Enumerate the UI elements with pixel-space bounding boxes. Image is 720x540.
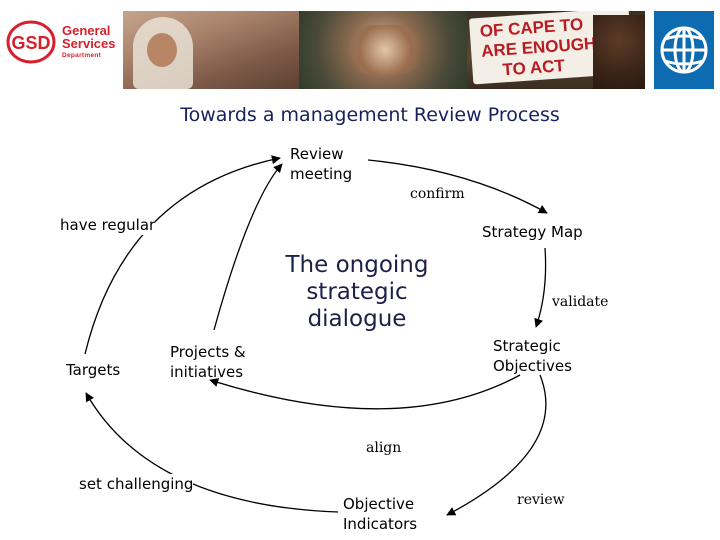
arrow-set-challenging xyxy=(85,392,339,513)
center-label: The ongoing strategic dialogue xyxy=(285,252,429,332)
node-review-meeting: Review meeting xyxy=(290,144,360,184)
node-strategic-objectives: Strategic Objectives xyxy=(493,336,593,376)
arrow-align xyxy=(209,374,521,410)
edge-label-review: review xyxy=(517,492,565,508)
node-projects-initiatives: Projects & initiatives xyxy=(170,342,268,382)
node-objective-indicators: Objective Indicators xyxy=(343,494,438,534)
gsd-logo-text: General Services Department xyxy=(62,24,124,59)
photo-protest: OF CAPE TO ARE ENOUGH TO ACT xyxy=(467,11,645,89)
globe-icon xyxy=(660,26,708,74)
arrow-confirm xyxy=(367,159,548,214)
edge-label-validate: validate xyxy=(552,294,609,310)
objective-indicators-text: Objective Indicators xyxy=(343,495,418,533)
logo-line-services: Services xyxy=(62,36,116,51)
arrow-projects-to-review xyxy=(213,163,283,331)
node-targets: Targets xyxy=(66,361,121,379)
edge-label-set-challenging: set challenging xyxy=(79,474,194,494)
edge-label-confirm: confirm xyxy=(410,186,465,202)
strategic-objectives-text: Strategic Objectives xyxy=(493,337,572,375)
edge-label-have-regular: have regular xyxy=(60,215,156,235)
world-bank-logo xyxy=(654,11,714,89)
hands-figure xyxy=(345,25,425,75)
student-face xyxy=(147,33,177,67)
gsd-emblem-icon: GSD xyxy=(6,20,56,64)
arrow-have-regular xyxy=(84,155,281,355)
arrow-review xyxy=(446,374,547,516)
edge-label-align: align xyxy=(366,440,402,456)
node-strategy-map: Strategy Map xyxy=(482,223,583,241)
projects-initiatives-text: Projects & initiatives xyxy=(170,343,246,381)
gsd-mark: GSD xyxy=(11,33,50,53)
page-title: Towards a management Review Process xyxy=(180,104,560,126)
photo-water-hands xyxy=(299,11,467,89)
arrow-validate xyxy=(534,247,547,328)
logo-line-general: General xyxy=(62,23,111,38)
protester-face xyxy=(593,15,645,89)
gsd-logo: GSD General Services Department xyxy=(6,14,120,70)
photo-banner: OF CAPE TO ARE ENOUGH TO ACT xyxy=(123,11,645,89)
review-meeting-text: Review meeting xyxy=(290,145,353,183)
logo-line-department: Department xyxy=(62,52,102,59)
photo-classroom xyxy=(123,11,299,89)
